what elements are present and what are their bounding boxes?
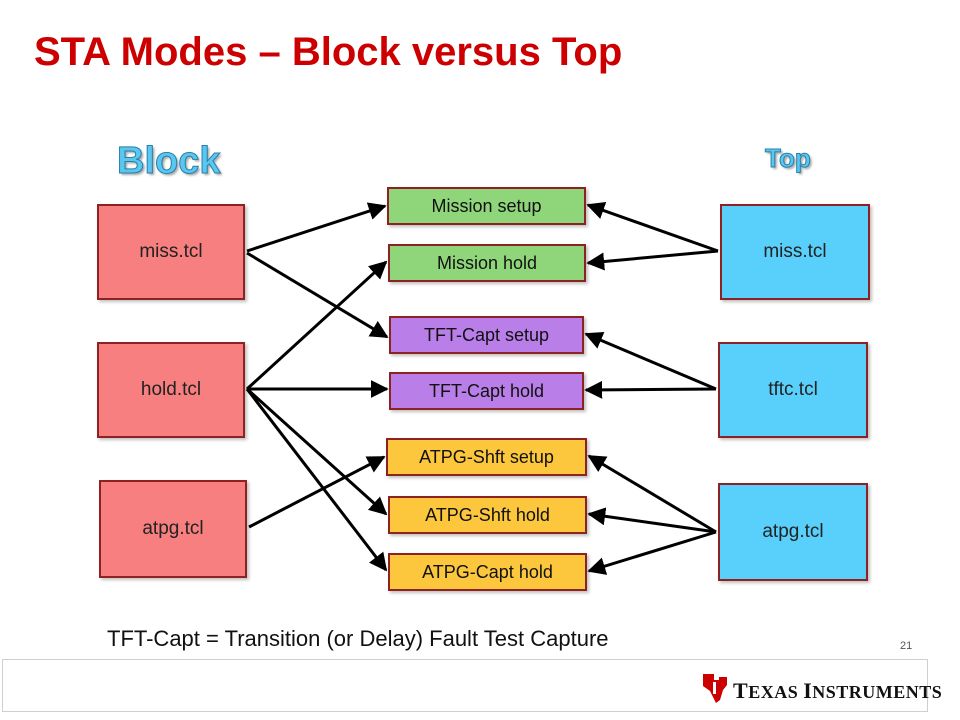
mode-mission-hold: Mission hold <box>388 244 586 282</box>
arrow-top-atpg-to-atpg-capt-hold <box>587 530 717 575</box>
top-file-tftc: tftc.tcl <box>718 342 868 438</box>
block-file-atpg: atpg.tcl <box>99 480 247 578</box>
mode-mission-setup: Mission setup <box>387 187 586 225</box>
arrow-block-atpg-to-atpg-shft-setup <box>248 455 386 529</box>
block-heading: Block <box>116 140 221 183</box>
slide-title: STA Modes – Block versus Top <box>34 30 623 74</box>
mode-tft-capt-setup: TFT-Capt setup <box>389 316 584 354</box>
arrow-block-miss-to-tft-capt-setup <box>246 251 389 339</box>
arrow-top-tftc-to-tft-capt-setup <box>584 332 717 391</box>
arrow-block-hold-to-mission-hold <box>245 260 388 391</box>
mode-atpg-capt-hold: ATPG-Capt hold <box>388 553 587 591</box>
arrow-top-atpg-to-atpg-shft-setup <box>587 454 717 534</box>
page-number: 21 <box>900 640 913 652</box>
arrow-top-miss-to-mission-setup <box>586 201 719 253</box>
texas-instruments-logo-icon <box>703 674 727 703</box>
footnote: TFT-Capt = Transition (or Delay) Fault T… <box>107 626 609 651</box>
footer-bar <box>2 659 928 712</box>
mode-atpg-shft-setup: ATPG-Shft setup <box>386 438 587 476</box>
arrow-top-miss-to-mission-hold <box>586 249 719 271</box>
arrow-block-hold-to-atpg-capt-hold <box>245 388 388 572</box>
mode-tft-capt-hold: TFT-Capt hold <box>389 372 584 410</box>
arrow-top-tftc-to-tft-capt-hold <box>584 380 717 399</box>
logo-text: TEXAS INSTRUMENTS <box>733 678 943 703</box>
block-file-hold: hold.tcl <box>97 342 245 438</box>
top-file-miss: miss.tcl <box>720 204 870 300</box>
block-file-miss: miss.tcl <box>97 204 245 300</box>
arrow-block-miss-to-mission-setup <box>246 202 387 253</box>
top-heading: Top <box>765 143 812 174</box>
arrow-top-atpg-to-atpg-shft-hold <box>587 507 717 534</box>
mode-atpg-shft-hold: ATPG-Shft hold <box>388 496 587 534</box>
arrow-block-hold-to-atpg-shft-hold <box>245 387 388 516</box>
top-file-atpg: atpg.tcl <box>718 483 868 581</box>
